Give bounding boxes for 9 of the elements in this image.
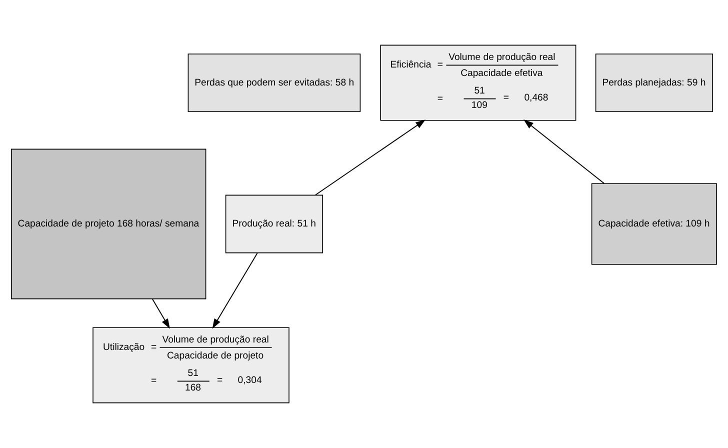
node-box: Perdas planejadas: 59 h <box>595 54 713 112</box>
arrow <box>524 120 605 184</box>
node-box: Produção real: 51 h <box>225 194 323 254</box>
node-box: Perdas que podem ser evitadas: 58 h <box>188 54 361 112</box>
arrow <box>314 120 426 196</box>
arrow <box>212 252 258 329</box>
node-box: Capacidade de projeto 168 horas/ semana <box>11 148 206 300</box>
arrow <box>152 298 170 329</box>
node-box: Capacidade efetiva: 109 h <box>591 183 717 265</box>
